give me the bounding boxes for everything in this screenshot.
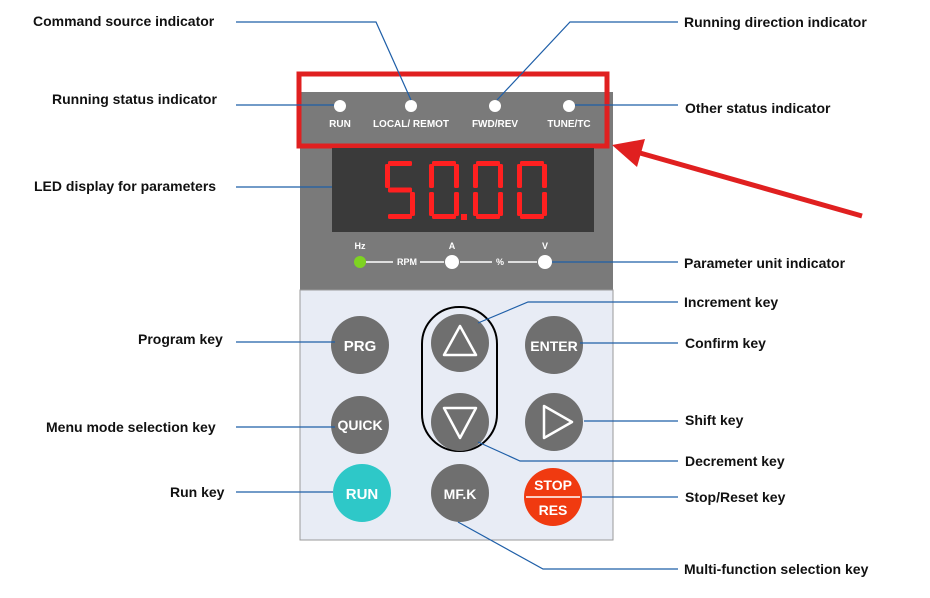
callout-menu-mode: Menu mode selection key [46, 419, 216, 435]
callout-led-display: LED display for parameters [34, 178, 216, 194]
shift-key[interactable] [525, 393, 583, 451]
callout-decrement: Decrement key [685, 453, 785, 469]
status-led-tune-tc: TUNE/TC [547, 100, 591, 130]
unit-led-hz [354, 256, 366, 268]
run-key-label: RUN [346, 486, 379, 503]
callout-confirm: Confirm key [685, 335, 766, 351]
led-decimal-point [461, 214, 467, 220]
highlight-arrow [612, 139, 863, 219]
led-digit [473, 161, 503, 219]
status-led-local-remote-label: LOCAL/ REMOT [373, 119, 449, 130]
status-led-run-label: RUN [329, 119, 351, 130]
quick-key[interactable]: QUICK [331, 396, 389, 454]
unit-label-rpm: RPM [397, 257, 417, 267]
callout-running-direction: Running direction indicator [684, 14, 867, 30]
led-digit-display [385, 161, 547, 220]
unit-led-a [445, 255, 459, 269]
status-led-fwd-rev: FWD/REV [472, 100, 518, 130]
callout-multi-function: Multi-function selection key [684, 561, 869, 577]
right-triangle-icon [542, 404, 574, 440]
led-digit [385, 161, 415, 219]
callout-run: Run key [170, 484, 225, 500]
stop-key-label: STOP [534, 477, 572, 493]
callout-stop-reset: Stop/Reset key [685, 489, 786, 505]
mfk-key[interactable]: MF.K [431, 464, 489, 522]
callout-other-status: Other status indicator [685, 100, 831, 116]
unit-led-v [538, 255, 552, 269]
stop-reset-key[interactable]: STOP RES [524, 468, 582, 526]
callout-increment: Increment key [684, 294, 778, 310]
status-led-run: RUN [329, 100, 351, 130]
res-key-label: RES [539, 502, 568, 518]
unit-indicator-row: Hz RPM A % V [354, 241, 552, 269]
status-led-tune-tc-label: TUNE/TC [547, 119, 590, 130]
leader-lines [236, 21, 678, 570]
prg-key[interactable]: PRG [331, 316, 389, 374]
status-led-fwd-rev-label: FWD/REV [472, 119, 518, 130]
mfk-key-label: MF.K [444, 486, 477, 502]
unit-label-v: V [542, 241, 548, 251]
unit-label-hz: Hz [355, 241, 366, 251]
enter-key[interactable]: ENTER [525, 316, 583, 374]
callout-program: Program key [138, 331, 223, 347]
led-digit [517, 161, 547, 219]
led-digit [429, 161, 459, 219]
down-triangle-icon [442, 406, 478, 440]
unit-label-percent: % [496, 257, 504, 267]
increment-key[interactable] [431, 314, 489, 372]
quick-key-label: QUICK [337, 417, 382, 433]
unit-label-a: A [449, 241, 456, 251]
callout-running-status: Running status indicator [52, 91, 217, 107]
up-down-capsule [421, 306, 498, 452]
run-key[interactable]: RUN [333, 464, 391, 522]
status-led-local-remote: LOCAL/ REMOT [373, 100, 449, 130]
up-triangle-icon [442, 324, 478, 357]
callout-command-source: Command source indicator [33, 13, 215, 29]
callout-shift: Shift key [685, 412, 744, 428]
enter-key-label: ENTER [530, 338, 577, 354]
prg-key-label: PRG [344, 338, 377, 355]
highlight-box [296, 71, 610, 149]
callout-parameter-unit: Parameter unit indicator [684, 255, 846, 271]
decrement-key[interactable] [431, 393, 489, 451]
